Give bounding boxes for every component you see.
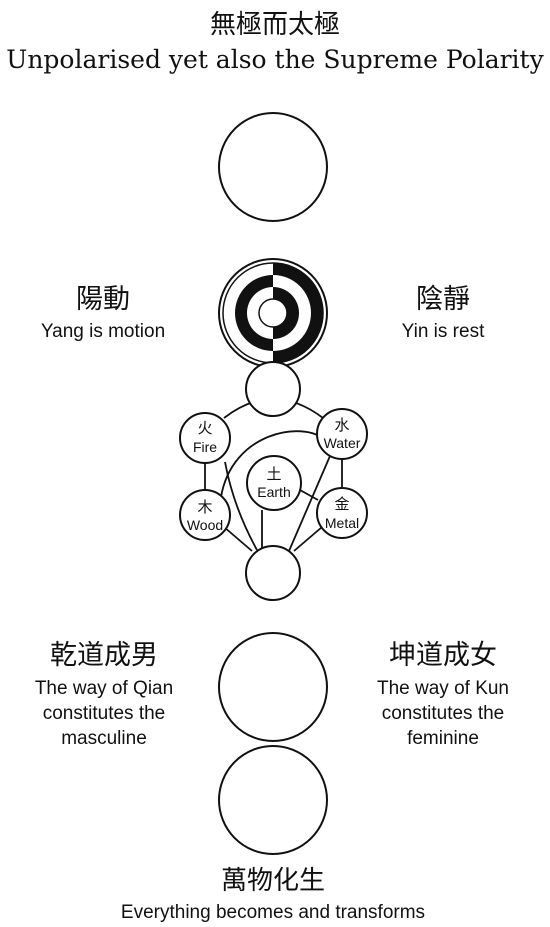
water-english: Water <box>324 435 361 451</box>
element-metal: 金 Metal <box>316 487 368 539</box>
element-water: 水 Water <box>316 408 368 460</box>
title-english: Unpolarised yet also the Supreme Polarit… <box>6 45 544 74</box>
earth-chinese: 土 <box>266 466 281 483</box>
bottom-english: Everything becomes and transforms <box>121 902 425 923</box>
wanwu-circle <box>218 745 328 855</box>
fire-chinese: 火 <box>197 420 212 437</box>
connector-circle-lower <box>245 545 301 601</box>
bottom-chinese: 萬物化生 <box>221 865 325 895</box>
wood-english: Wood <box>187 517 223 533</box>
kun-english-line-2: constitutes the <box>382 703 505 724</box>
qian-chinese: 乾道成男 <box>50 640 158 670</box>
connector-circle-upper <box>245 361 301 417</box>
yin-yang-circle <box>218 258 328 368</box>
qian-kun-circle <box>218 632 328 742</box>
water-chinese: 水 <box>334 417 349 434</box>
element-earth: 土 Earth <box>246 455 302 511</box>
five-phases-connections <box>204 398 343 552</box>
metal-chinese: 金 <box>334 496 349 513</box>
yin-english: Yin is rest <box>402 321 485 342</box>
qian-english-line-1: The way of Qian <box>35 678 173 699</box>
kun-chinese: 坤道成女 <box>389 640 497 670</box>
title-chinese: 無極而太極 <box>210 9 340 39</box>
element-fire: 火 Fire <box>179 412 231 464</box>
earth-english: Earth <box>257 484 290 500</box>
kun-english-line-1: The way of Kun <box>377 678 509 699</box>
wood-chinese: 木 <box>197 499 212 516</box>
qian-english-line-2: constitutes the <box>43 703 166 724</box>
qian-english-line-3: masculine <box>61 728 147 749</box>
wuji-circle <box>218 112 328 222</box>
metal-english: Metal <box>325 515 359 531</box>
element-wood: 木 Wood <box>179 489 231 541</box>
yang-chinese: 陽動 <box>76 284 130 314</box>
yang-english: Yang is motion <box>41 321 165 342</box>
fire-english: Fire <box>193 439 217 455</box>
kun-english-line-3: feminine <box>407 728 479 749</box>
yin-chinese: 陰靜 <box>416 284 470 314</box>
